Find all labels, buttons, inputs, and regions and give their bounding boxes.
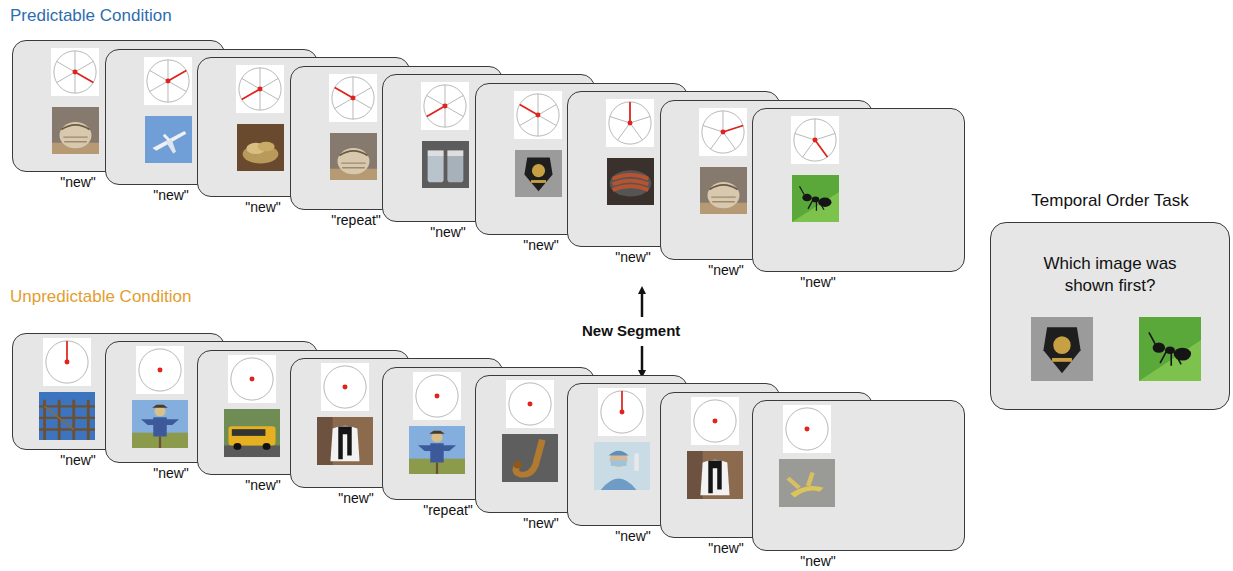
object-image <box>237 124 284 171</box>
arrow-down <box>641 346 644 374</box>
position-dial <box>413 372 461 420</box>
position-dial <box>783 405 831 453</box>
position-dial <box>506 380 554 428</box>
response-label: "new" <box>568 528 698 544</box>
response-label: "repeat" <box>383 502 513 518</box>
response-label: "new" <box>661 540 791 556</box>
object-image <box>502 434 558 482</box>
choice-image <box>1139 317 1201 381</box>
response-label: "new" <box>661 262 791 278</box>
arrow-up <box>641 290 644 317</box>
position-dial <box>51 48 99 96</box>
object-image <box>422 141 469 188</box>
response-label: "new" <box>291 490 421 506</box>
object-image <box>132 400 188 448</box>
condition-title: Predictable Condition <box>10 6 172 26</box>
object-image <box>515 150 562 197</box>
response-label: "new" <box>198 199 328 215</box>
object-image <box>607 158 654 205</box>
object-image <box>792 175 839 222</box>
task-heading: Temporal Order Task <box>991 191 1229 211</box>
response-label: "new" <box>753 274 883 290</box>
response-label: "new" <box>106 187 236 203</box>
position-dial <box>606 99 654 147</box>
object-image <box>317 417 373 465</box>
object-image <box>224 409 280 457</box>
object-image <box>145 116 192 163</box>
position-dial <box>43 338 91 386</box>
response-label: "new" <box>476 515 606 531</box>
object-image <box>687 451 743 499</box>
object-image <box>52 107 99 154</box>
response-label: "new" <box>568 249 698 265</box>
position-dial <box>321 363 369 411</box>
response-label: "new" <box>198 477 328 493</box>
object-image <box>779 459 835 507</box>
response-label: "new" <box>13 174 143 190</box>
response-label: "new" <box>383 224 513 240</box>
position-dial <box>514 91 562 139</box>
position-dial <box>421 82 469 130</box>
response-label: "new" <box>106 465 236 481</box>
condition-title: Unpredictable Condition <box>10 287 191 307</box>
choice-image <box>1031 317 1093 381</box>
response-label: "new" <box>476 237 606 253</box>
trial-card: "new" <box>752 400 965 551</box>
object-image <box>594 442 650 490</box>
object-image <box>700 167 747 214</box>
position-dial <box>144 57 192 105</box>
position-dial <box>699 108 747 156</box>
segment-label: New Segment <box>582 322 680 339</box>
task-box: Temporal Order TaskWhich image was shown… <box>990 222 1230 410</box>
position-dial <box>236 65 284 113</box>
position-dial <box>136 346 184 394</box>
position-dial <box>691 397 739 445</box>
object-image <box>39 392 95 440</box>
position-dial <box>791 116 839 164</box>
task-question: Which image was shown first? <box>1030 253 1190 297</box>
position-dial <box>228 355 276 403</box>
position-dial <box>598 388 646 436</box>
object-image <box>330 133 377 180</box>
response-label: "new" <box>13 452 143 468</box>
position-dial <box>329 74 377 122</box>
response-label: "repeat" <box>291 212 421 228</box>
response-label: "new" <box>753 553 883 569</box>
object-image <box>409 426 465 474</box>
trial-card: "new" <box>752 108 965 272</box>
